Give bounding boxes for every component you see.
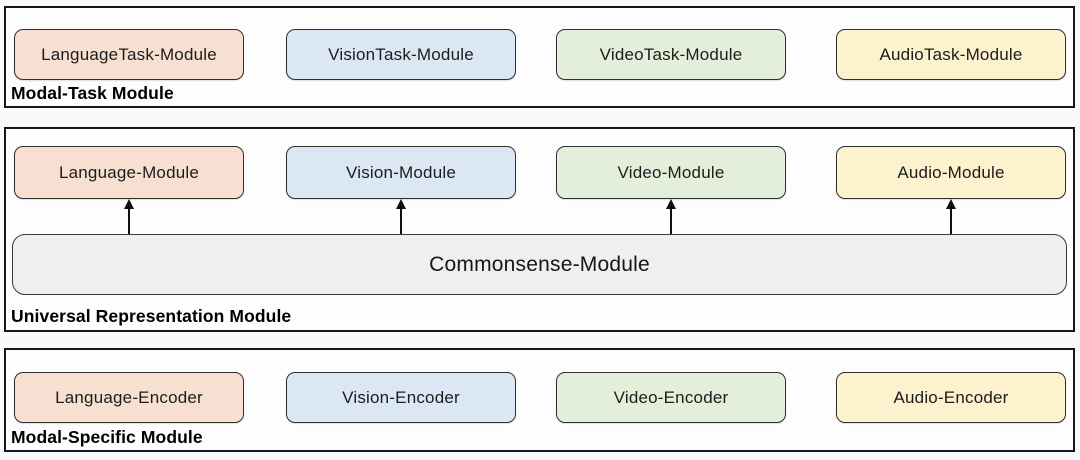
video-module-box: Video-Module — [556, 146, 786, 199]
videotask-module-box: VideoTask-Module — [556, 29, 786, 80]
arrowhead-icon — [946, 199, 956, 209]
arrowhead-icon — [666, 199, 676, 209]
vision-module-box: Vision-Module — [286, 146, 516, 199]
vision-encoder-box: Vision-Encoder — [286, 372, 516, 423]
modal-task-module-section: LanguageTask-Module VisionTask-Module Vi… — [4, 6, 1075, 108]
up-arrow-vision — [395, 199, 407, 234]
up-arrow-video — [665, 199, 677, 234]
up-arrow-audio — [945, 199, 957, 234]
commonsense-module-box: Commonsense-Module — [12, 234, 1067, 295]
arrowhead-icon — [124, 199, 134, 209]
visiontask-module-box: VisionTask-Module — [286, 29, 516, 80]
audio-module-box: Audio-Module — [836, 146, 1066, 199]
language-encoder-box: Language-Encoder — [14, 372, 244, 423]
arrow-stem — [670, 206, 672, 234]
languagetask-module-box: LanguageTask-Module — [14, 29, 244, 80]
modal-specific-module-section-label: Modal-Specific Module — [11, 427, 203, 447]
arrowhead-icon — [396, 199, 406, 209]
audiotask-module-box: AudioTask-Module — [836, 29, 1066, 80]
arrow-stem — [400, 206, 402, 234]
video-encoder-box: Video-Encoder — [556, 372, 786, 423]
universal-representation-module-section: Language-Module Vision-Module Video-Modu… — [4, 127, 1075, 332]
arrow-stem — [128, 206, 130, 234]
modal-task-module-section-label: Modal-Task Module — [11, 83, 174, 103]
modal-specific-module-section: Language-Encoder Vision-Encoder Video-En… — [4, 348, 1075, 452]
universal-representation-module-section-label: Universal Representation Module — [11, 306, 292, 326]
up-arrow-language — [123, 199, 135, 234]
language-module-box: Language-Module — [14, 146, 244, 199]
arrow-stem — [950, 206, 952, 234]
audio-encoder-box: Audio-Encoder — [836, 372, 1066, 423]
